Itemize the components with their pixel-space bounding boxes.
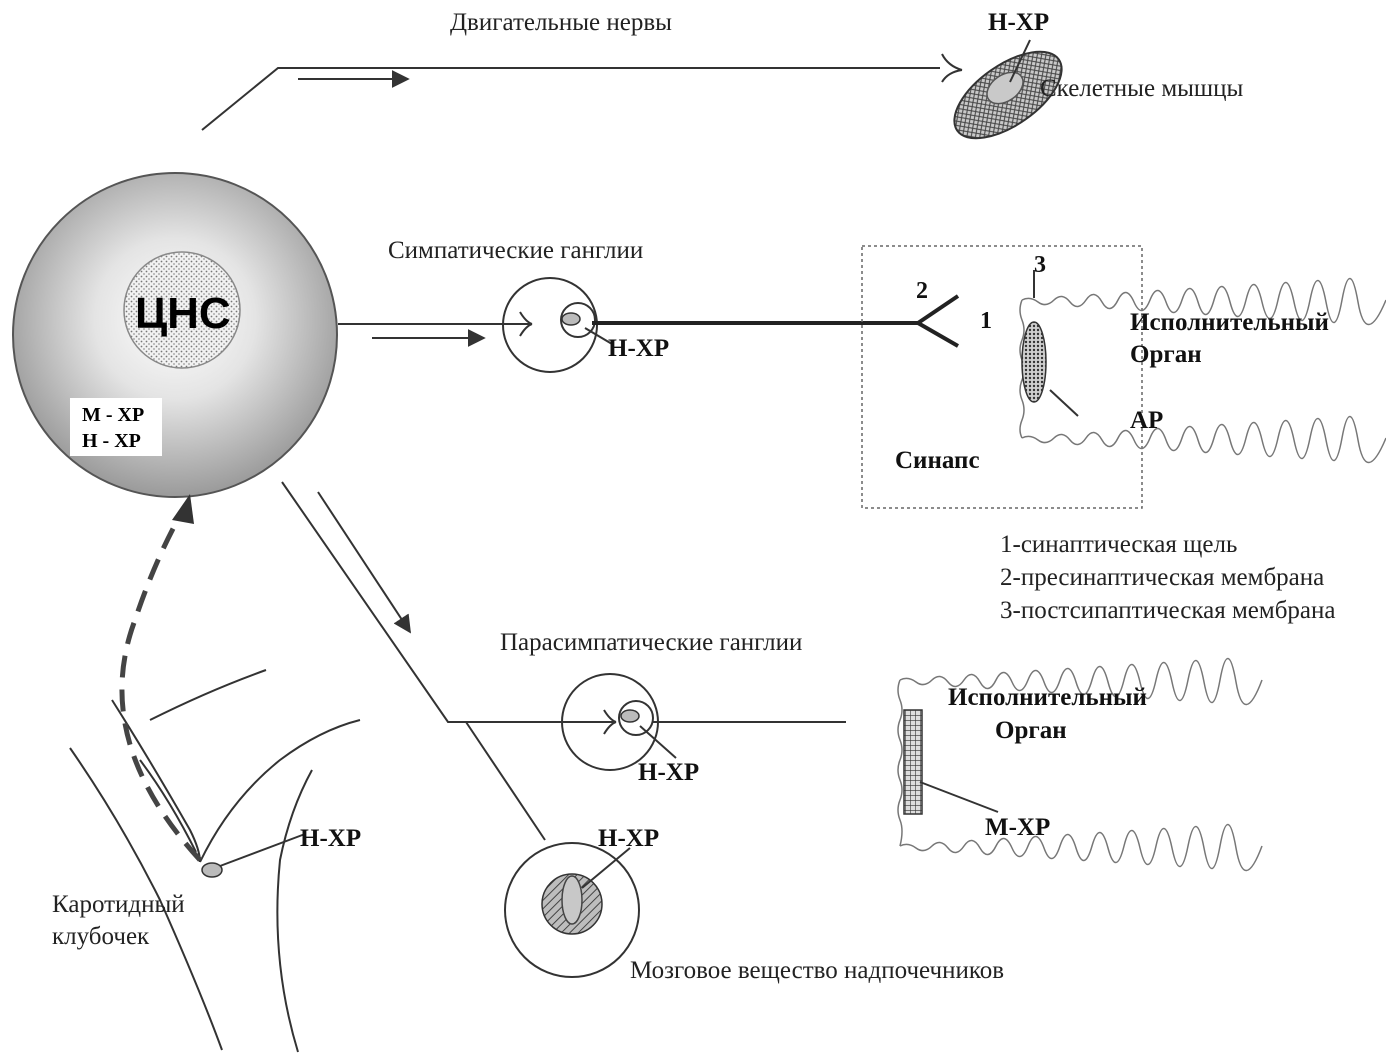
adrenal-medulla (504, 842, 640, 978)
adrenal-medulla-label: Мозговое вещество надпочечников (630, 957, 1004, 984)
parasympathetic-ganglia-label: Парасимпатические ганглии (500, 629, 802, 656)
skeletal-receptor-label: Н-ХР (988, 9, 1049, 36)
muscarinic-receptor-cluster (903, 709, 923, 815)
cns-receptor-m-label: М - ХР (82, 404, 144, 426)
cns-label: ЦНС (135, 289, 231, 338)
executive-organ-2 (897, 657, 1263, 872)
parasympathetic-receptor-label: Н-ХР (638, 759, 699, 786)
legend-item-2: 2-пресинаптическая мембрана (1000, 564, 1324, 591)
carotid-receptor-label: Н-ХР (300, 825, 361, 852)
presynaptic-terminal (916, 294, 960, 348)
afferent-pathway (119, 510, 202, 862)
adrenoreceptor-label: АР (1130, 407, 1163, 434)
motor-nerve-terminal (941, 53, 963, 83)
carotid-body (201, 862, 223, 878)
carotid-artery (69, 494, 361, 1053)
marker-2: 2 (916, 278, 928, 304)
cns-receptor-box (70, 398, 162, 456)
synapse-label: Синапс (895, 447, 980, 474)
parasympathetic-arrow-icon (317, 491, 411, 634)
adrenal-receptor-label: Н-ХР (598, 825, 659, 852)
carotid-body-line2: клубочек (52, 923, 150, 950)
executive-organ-2-line2: Орган (995, 717, 1067, 744)
sympathetic-pathway (338, 277, 920, 373)
executive-organ-1-line2: Орган (1130, 341, 1202, 368)
parasympathetic-pathway (281, 481, 846, 841)
afferent-arrow-icon (172, 494, 194, 524)
executive-organ-1-line1: Исполнительный (1130, 309, 1329, 336)
motor-nerve-pathway (201, 53, 963, 131)
marker-1: 1 (980, 308, 992, 334)
legend-item-3: 3-постсипаптическая мембрана (1000, 597, 1336, 624)
adrenoreceptor-cluster (1021, 321, 1047, 403)
carotid-body-line1: Каротидный (52, 891, 185, 918)
marker-3: 3 (1034, 252, 1046, 278)
sympathetic-ganglia-label: Симпатические ганглии (388, 237, 643, 264)
cns-receptor-h-label: Н - ХР (82, 430, 141, 452)
skeletal-muscles-label: Скелетные мышцы (1040, 75, 1244, 102)
executive-organ-2-line1: Исполнительный (948, 684, 1147, 711)
skeletal-muscle (953, 39, 1063, 140)
legend-item-1: 1-синаптическая щель (1000, 531, 1237, 558)
motor-nerves-label: Двигательные нервы (450, 9, 672, 36)
synapse-box (861, 245, 1386, 509)
muscarinic-receptor-label: М-ХР (985, 814, 1050, 841)
sympathetic-receptor-label: Н-ХР (608, 335, 669, 362)
